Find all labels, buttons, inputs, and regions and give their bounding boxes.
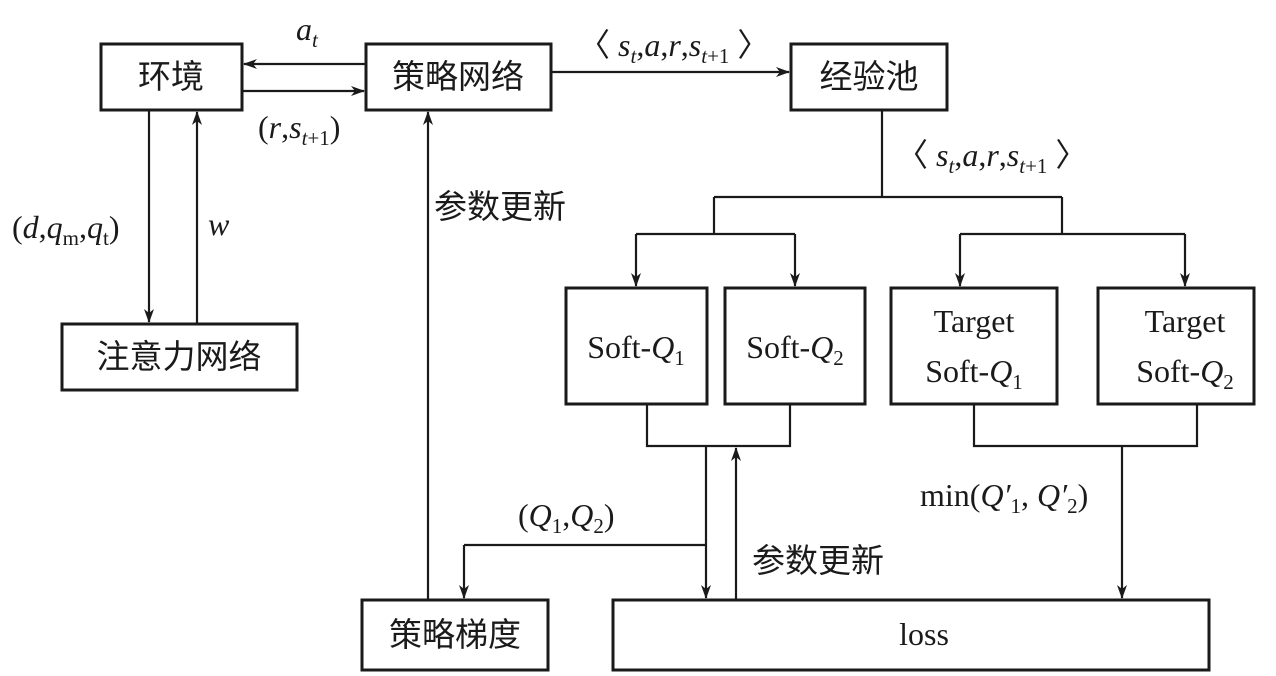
target-soft-q2-line2: Soft-Q2 — [1136, 353, 1234, 394]
replay-pool-box — [789, 42, 949, 112]
policy-gradient-label: 策略梯度 — [389, 615, 521, 654]
policy-network-label: 策略网络 — [392, 57, 524, 96]
soft-q2-label: Soft-Q2 — [746, 329, 844, 370]
loss-label: loss — [899, 616, 949, 652]
environment-label: 环境 — [138, 57, 204, 96]
target-soft-q2-box — [1096, 286, 1256, 406]
target-soft-q1-line1: Target — [934, 303, 1015, 339]
reward-state-label: (r,st+1) — [258, 109, 340, 150]
target-q-merge-line — [972, 404, 1199, 448]
attention-network-box — [60, 322, 299, 392]
soft-q1-label: Soft-Q1 — [587, 329, 685, 370]
transition-label-right: 〈 st,a,r,st+1 〉 — [896, 137, 1087, 178]
weight-label: w — [208, 206, 230, 242]
param-update-label-1: 参数更新 — [434, 187, 566, 226]
attention-network-label: 注意力网络 — [97, 337, 262, 376]
soft-q1-box — [564, 286, 709, 406]
policy-gradient-box — [360, 598, 550, 672]
loss-box — [611, 598, 1211, 672]
attention-input-label: (d,qm,qt) — [12, 209, 120, 250]
environment-box — [99, 42, 244, 112]
min-q-label: min(Q′1, Q′2) — [920, 477, 1088, 518]
replay-pool-label: 经验池 — [820, 57, 919, 96]
action-label: at — [296, 11, 319, 52]
soft-q-merge-line — [645, 404, 792, 448]
transition-label-top: 〈 st,a,r,st+1 〉 — [578, 27, 769, 68]
param-update-label-2: 参数更新 — [752, 541, 884, 580]
policy-network-box — [364, 42, 553, 112]
q-pair-label: (Q1,Q2) — [518, 497, 615, 538]
soft-q2-box — [723, 286, 867, 406]
target-soft-q1-line2: Soft-Q1 — [925, 353, 1023, 394]
target-soft-q2-line1: Target — [1145, 303, 1226, 339]
